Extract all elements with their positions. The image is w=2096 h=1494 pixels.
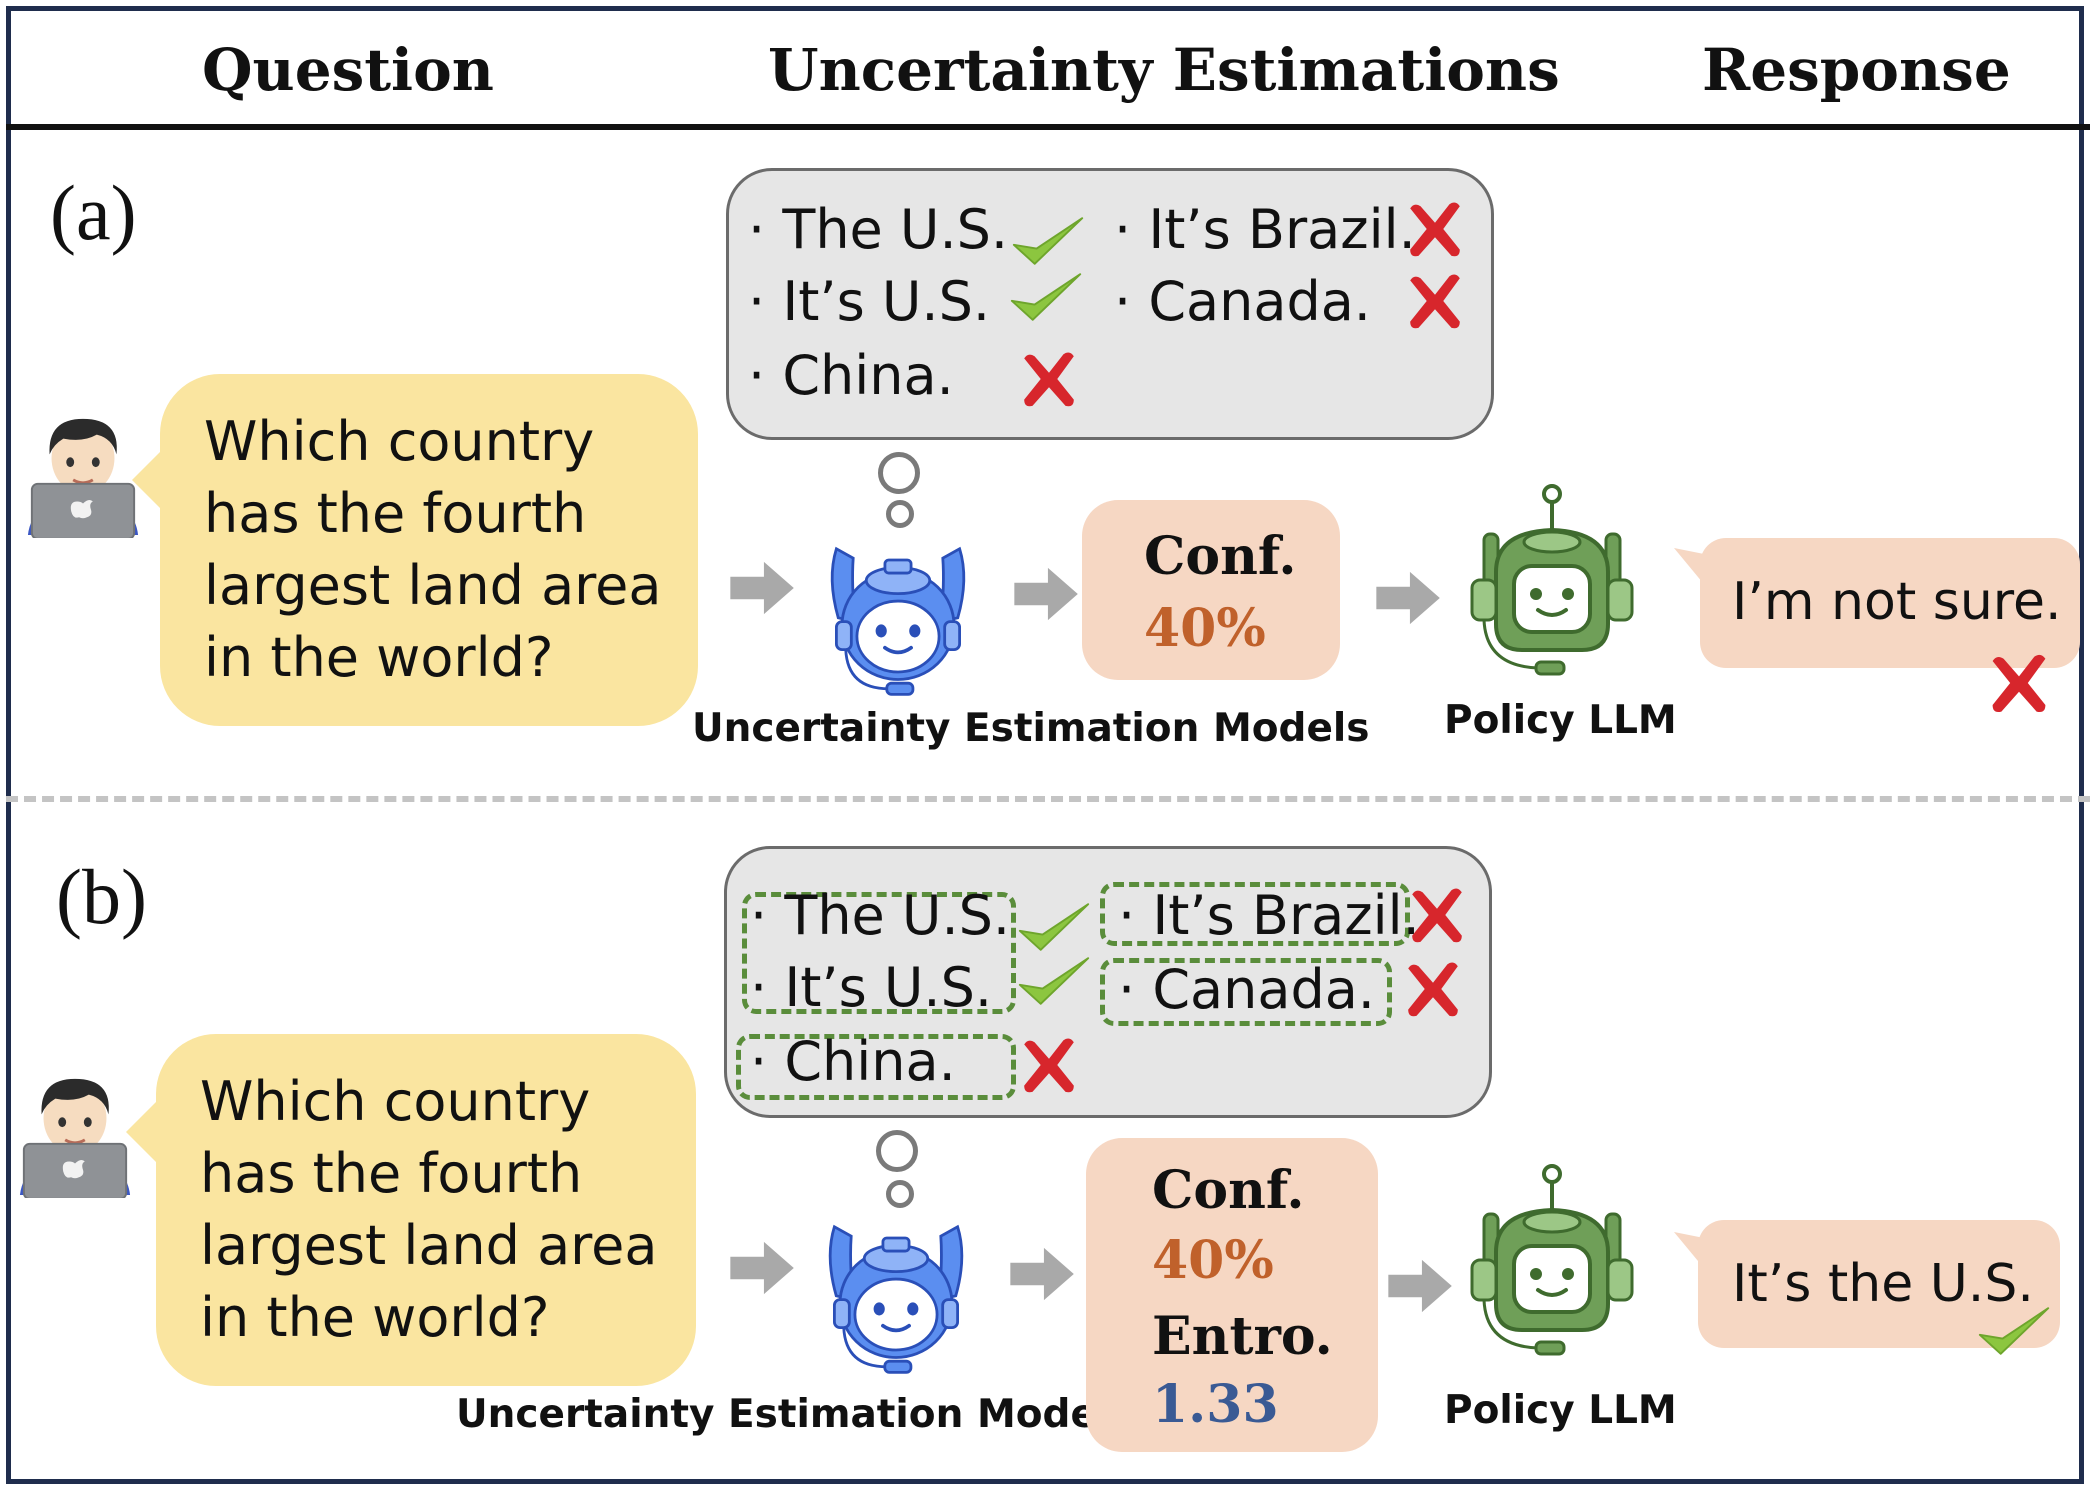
question-line: largest land area <box>200 1214 658 1277</box>
entropy-label: Entro. <box>1152 1306 1333 1367</box>
panel-a-samples-box <box>726 168 1494 440</box>
cross-icon <box>1018 1034 1080 1096</box>
header-response: Response <box>1702 36 2011 104</box>
policy-robot-icon <box>1462 1162 1642 1362</box>
semantic-cluster <box>1100 882 1410 946</box>
check-icon <box>1016 952 1092 1010</box>
policy-caption: Policy LLM <box>1444 1388 1677 1433</box>
thought-bubble-small <box>886 500 914 528</box>
policy-caption: Policy LLM <box>1444 698 1677 743</box>
estimator-robot-icon <box>816 1210 976 1378</box>
check-icon <box>1008 268 1084 326</box>
cross-icon <box>1404 270 1466 332</box>
header-question: Question <box>202 36 494 104</box>
sample-answer: · Canada. <box>1114 270 1371 333</box>
semantic-cluster <box>1100 958 1392 1026</box>
cross-icon <box>1402 958 1464 1020</box>
sample-answer: · It’s U.S. <box>748 270 991 333</box>
thought-bubble-small <box>886 1180 914 1208</box>
header-divider <box>6 124 2090 130</box>
panel-b-label: (b) <box>56 853 147 940</box>
semantic-cluster <box>742 892 1016 1014</box>
panel-b-result-box <box>1086 1138 1378 1452</box>
check-icon <box>1016 898 1092 956</box>
figure-frame <box>6 6 2084 1484</box>
arrow-icon <box>730 560 796 616</box>
question-line: Which country <box>200 1070 591 1133</box>
panel-b-response-bubble <box>1698 1220 2060 1348</box>
thought-bubble-large <box>878 452 920 494</box>
arrow-icon <box>1388 1258 1454 1314</box>
sample-answer: · The U.S. <box>748 198 1009 261</box>
sample-answer: · Canada. <box>1118 958 1375 1021</box>
arrow-icon <box>1014 566 1080 622</box>
sample-answer: · It’s Brazil. <box>1118 884 1420 947</box>
estimator-robot-icon <box>818 532 978 700</box>
question-line: has the fourth <box>204 482 587 545</box>
semantic-cluster <box>736 1034 1016 1100</box>
sample-answer: · China. <box>748 344 954 407</box>
question-line: largest land area <box>204 554 662 617</box>
response-text: I’m not sure. <box>1732 572 2062 632</box>
panel-divider <box>6 796 2090 802</box>
user-icon <box>24 408 142 538</box>
conf-value: 40% <box>1152 1230 1274 1291</box>
cross-icon <box>1406 884 1468 946</box>
conf-value: 40% <box>1144 598 1266 659</box>
panel-a-result-box <box>1082 500 1340 680</box>
entropy-value: 1.33 <box>1152 1374 1279 1435</box>
response-text: It’s the U.S. <box>1732 1254 2034 1314</box>
check-icon <box>1976 1300 2052 1362</box>
sample-answer: · The U.S. <box>750 884 1011 947</box>
user-icon <box>16 1068 134 1198</box>
estimator-caption: Uncertainty Estimation Models <box>692 706 1370 751</box>
header-uncertainty: Uncertainty Estimations <box>768 36 1560 104</box>
question-line: in the world? <box>204 626 554 689</box>
conf-label: Conf. <box>1152 1160 1305 1221</box>
cross-icon <box>1986 650 2052 716</box>
arrow-icon <box>730 1240 796 1296</box>
cross-icon <box>1404 198 1466 260</box>
panel-a-label: (a) <box>50 169 137 256</box>
sample-answer: · China. <box>750 1030 956 1093</box>
sample-answer: · It’s U.S. <box>750 956 993 1019</box>
check-icon <box>1010 212 1086 270</box>
arrow-icon <box>1376 570 1442 626</box>
policy-robot-icon <box>1462 482 1642 682</box>
question-line: has the fourth <box>200 1142 583 1205</box>
question-line: in the world? <box>200 1286 550 1349</box>
estimator-caption: Uncertainty Estimation Models <box>456 1392 1134 1437</box>
cross-icon <box>1018 348 1080 410</box>
panel-a-response-bubble <box>1700 538 2080 668</box>
thought-bubble-large <box>876 1130 918 1172</box>
arrow-icon <box>1010 1246 1076 1302</box>
question-line: Which country <box>204 410 595 473</box>
sample-answer: · It’s Brazil. <box>1114 198 1416 261</box>
conf-label: Conf. <box>1144 526 1297 587</box>
